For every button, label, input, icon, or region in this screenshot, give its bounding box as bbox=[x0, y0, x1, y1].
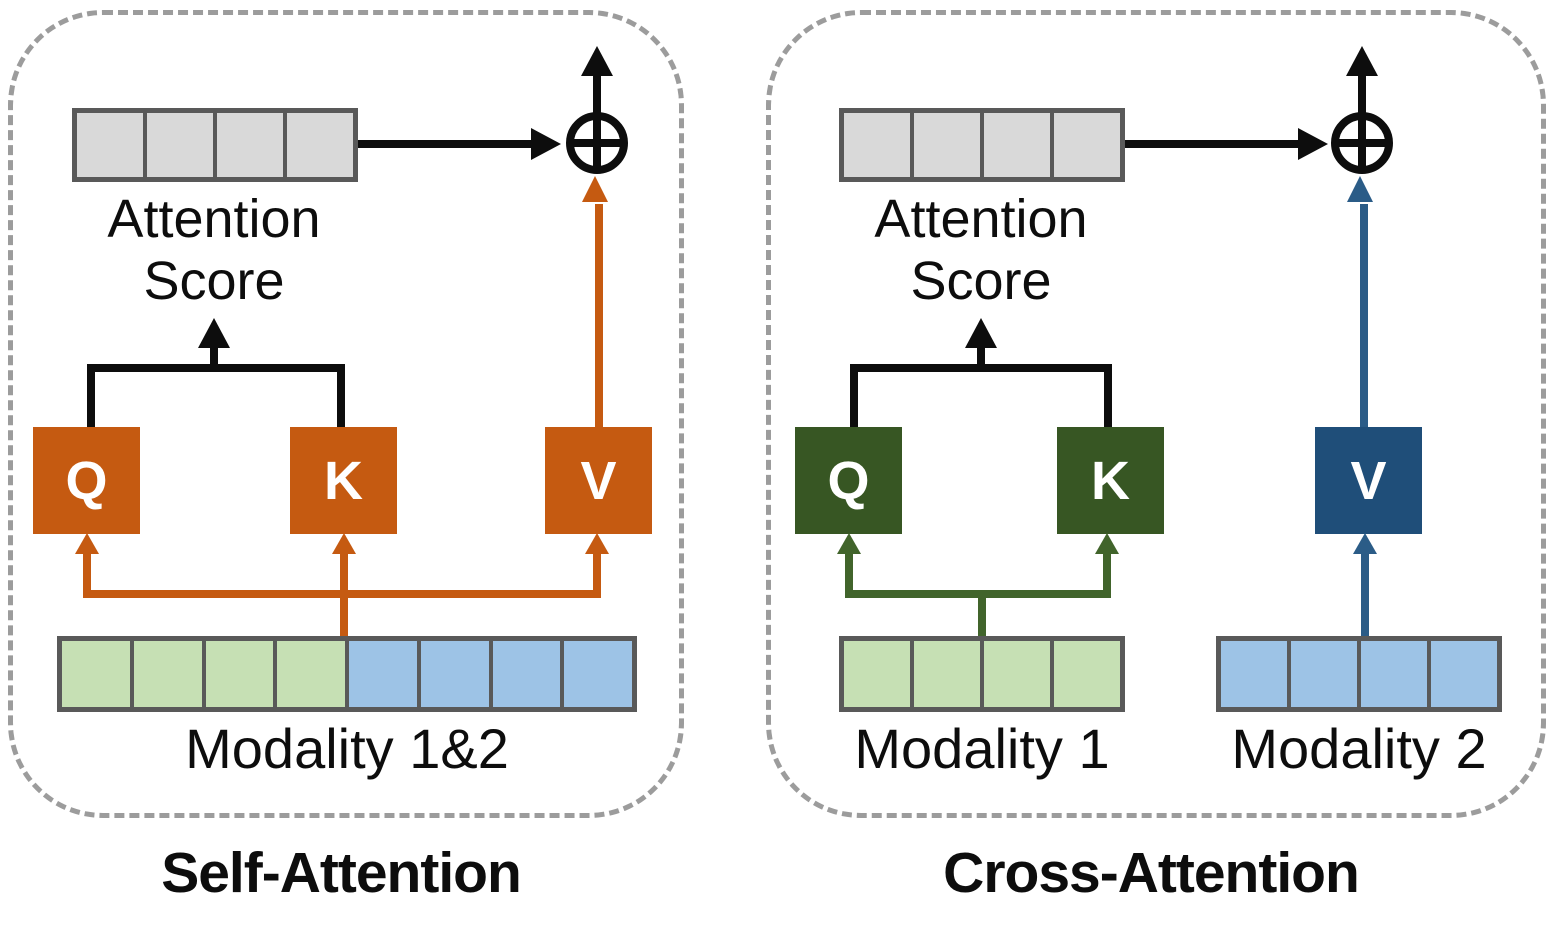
q-label-left: Q bbox=[65, 450, 108, 511]
circle-plus-icon-left bbox=[566, 112, 628, 174]
score-cell bbox=[213, 113, 283, 177]
v-to-sum-arrowhead-left bbox=[582, 176, 608, 202]
cross-attention-panel-border bbox=[766, 10, 1546, 818]
v-label-right: V bbox=[1350, 450, 1387, 511]
qk-bracket-left-leg-left bbox=[87, 364, 95, 427]
modality1-to-q-arrowhead bbox=[837, 533, 861, 554]
q-box-right: Q bbox=[795, 427, 902, 534]
qk-bracket-horizontal-right bbox=[850, 364, 1112, 372]
attention-score-bar-right bbox=[839, 108, 1125, 182]
v-to-sum-arrowhead-right bbox=[1347, 176, 1373, 202]
modality2-cell bbox=[345, 641, 417, 707]
attention-score-line1-right: Attention bbox=[874, 189, 1088, 249]
qk-bracket-left-leg-right bbox=[850, 364, 858, 427]
score-to-sum-arrowhead-left bbox=[531, 128, 561, 160]
attention-score-bar-left bbox=[72, 108, 358, 182]
modality-1and2-bar bbox=[57, 636, 637, 712]
sum-output-arrowhead-right bbox=[1346, 46, 1378, 76]
modality-1-bar bbox=[839, 636, 1125, 712]
modality1-cell bbox=[201, 641, 274, 707]
qk-bracket-right-leg-left bbox=[337, 364, 345, 427]
v-box-right: V bbox=[1315, 427, 1422, 534]
score-cell bbox=[143, 113, 213, 177]
modality-to-v-arrowhead-left bbox=[585, 533, 609, 554]
modality1-cell bbox=[910, 641, 980, 707]
k-label-right: K bbox=[1091, 450, 1130, 511]
circle-plus-icon-right bbox=[1331, 112, 1393, 174]
modality1-cell bbox=[273, 641, 345, 707]
modality1-cell bbox=[844, 641, 910, 707]
modality2-cell bbox=[1357, 641, 1427, 707]
modality1-cell bbox=[129, 641, 202, 707]
attention-score-line1-left: Attention bbox=[107, 189, 321, 249]
score-to-sum-arrowhead-right bbox=[1298, 128, 1328, 160]
v-to-sum-arrow-line-right bbox=[1360, 204, 1368, 427]
score-cell bbox=[844, 113, 910, 177]
modality1-fork-stem bbox=[978, 590, 986, 636]
qk-bracket-horizontal-left bbox=[87, 364, 345, 372]
attention-score-line2-left: Score bbox=[143, 251, 285, 311]
score-to-sum-arrow-line-right bbox=[1125, 140, 1299, 148]
score-cell bbox=[980, 113, 1050, 177]
v-label-left: V bbox=[580, 450, 617, 511]
qk-to-score-arrowhead-left bbox=[198, 318, 230, 348]
self-attention-panel-border bbox=[8, 10, 684, 818]
modality1-cell bbox=[62, 641, 130, 707]
attention-score-label-left: Attention Score bbox=[54, 188, 374, 312]
modality2-to-v-line bbox=[1361, 553, 1369, 636]
qk-to-score-arrow-line-right bbox=[977, 346, 985, 370]
modality2-cell bbox=[488, 641, 561, 707]
qk-bracket-right-leg-right bbox=[1104, 364, 1112, 427]
modality1-cell bbox=[980, 641, 1050, 707]
modality-to-k-arrowhead-left bbox=[332, 533, 356, 554]
score-cell bbox=[910, 113, 980, 177]
modality-2-bar bbox=[1216, 636, 1502, 712]
score-cell bbox=[1050, 113, 1120, 177]
modality2-to-v-arrowhead bbox=[1353, 533, 1377, 554]
sum-output-arrow-line-left bbox=[593, 74, 601, 114]
modality-to-q-line-left bbox=[83, 553, 91, 598]
score-cell bbox=[283, 113, 353, 177]
modality-2-label: Modality 2 bbox=[1231, 717, 1487, 780]
modality-to-v-line-left bbox=[593, 553, 601, 598]
modality1-to-k-line bbox=[1103, 553, 1111, 598]
sum-output-arrow-line-right bbox=[1358, 74, 1366, 114]
cross-attention-title: Cross-Attention bbox=[943, 841, 1360, 905]
k-label-left: K bbox=[324, 450, 363, 511]
v-to-sum-arrow-line-left bbox=[595, 204, 603, 427]
modality-to-k-line-left bbox=[340, 553, 348, 636]
q-label-right: Q bbox=[827, 450, 870, 511]
modality-1-label: Modality 1 bbox=[854, 717, 1110, 780]
modality2-cell bbox=[1221, 641, 1287, 707]
k-box-left: K bbox=[290, 427, 397, 534]
sum-output-arrowhead-left bbox=[581, 46, 613, 76]
qk-to-score-arrowhead-right bbox=[965, 318, 997, 348]
attention-score-label-right: Attention Score bbox=[821, 188, 1141, 312]
modality1-to-k-arrowhead bbox=[1095, 533, 1119, 554]
modality2-cell bbox=[1287, 641, 1357, 707]
score-to-sum-arrow-line-left bbox=[358, 140, 532, 148]
modality1-to-q-line bbox=[845, 553, 853, 598]
q-box-left: Q bbox=[33, 427, 140, 534]
attention-score-line2-right: Score bbox=[910, 251, 1052, 311]
modality1-cell bbox=[1050, 641, 1120, 707]
v-box-left: V bbox=[545, 427, 652, 534]
modality2-cell bbox=[1427, 641, 1497, 707]
qk-to-score-arrow-line-left bbox=[210, 346, 218, 370]
modality2-cell bbox=[416, 641, 489, 707]
modality2-cell bbox=[560, 641, 632, 707]
score-cell bbox=[77, 113, 143, 177]
modality-to-q-arrowhead-left bbox=[75, 533, 99, 554]
k-box-right: K bbox=[1057, 427, 1164, 534]
self-attention-title: Self-Attention bbox=[161, 841, 522, 905]
modality-1and2-label: Modality 1&2 bbox=[185, 717, 509, 780]
